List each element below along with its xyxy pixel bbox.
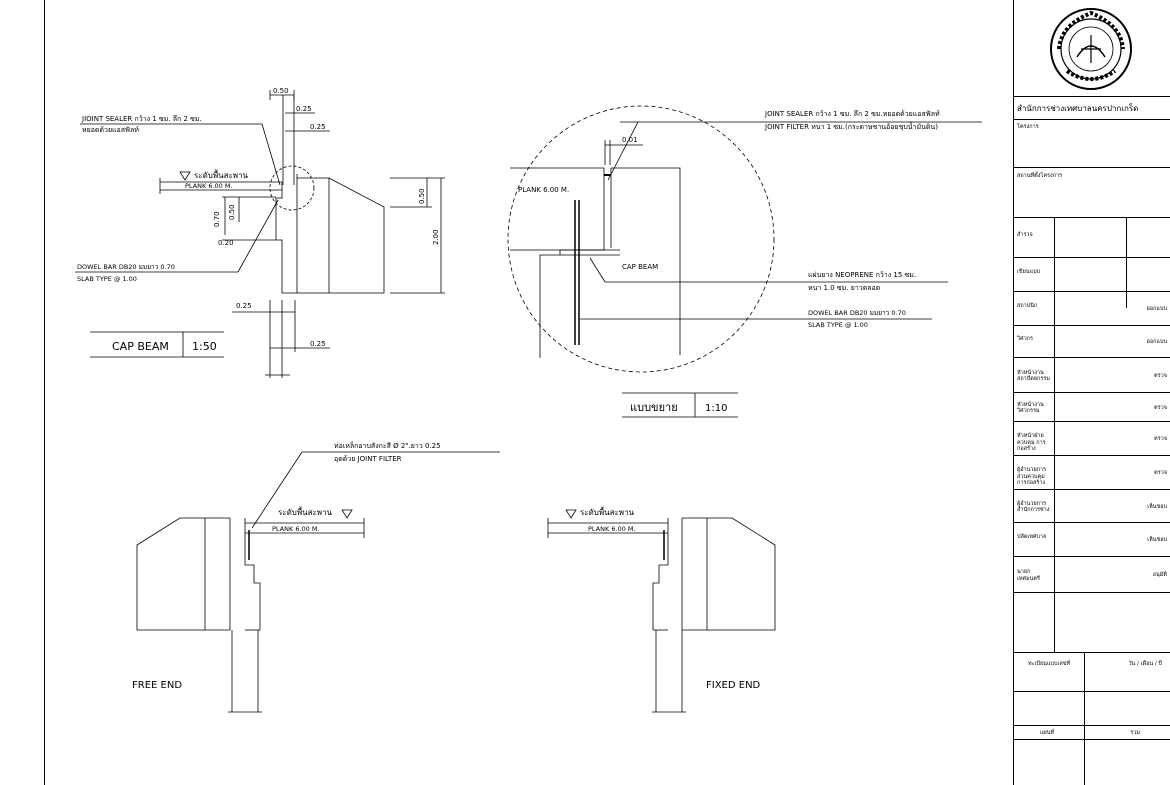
dim-050-right: 0.50 [418,188,426,204]
sealer-note-2: หยอดด้วยแอสฟัลท์ [82,126,139,134]
signature-row: หัวหน้างาน สถาปัตยกรรม ตรวจ [1014,358,1170,393]
enlarged-dowel-2: SLAB TYPE @ 1.00 [808,321,868,329]
signature-row: ผู้อำนวยการ ส่วนควบคุม การก่อสร้าง ตรวจ [1014,456,1170,490]
office-cell: สำนักการช่างเทศบาลนครปากเกร็ด [1014,96,1170,120]
dowel-note-2: SLAB TYPE @ 1.00 [77,275,137,283]
dim-025-d: 0.25 [310,340,326,348]
sealer-note-1: JIOINT SEALER กว้าง 1 ซม. ลึก 2 ซม. [81,114,202,123]
drawing-frame-right [1013,0,1014,785]
signature-role-label: สำรวจ [1017,232,1033,238]
signature-row: วิศวกรออกแบบ [1014,326,1170,358]
location-cell: สถานที่ตั้งโครงการ [1014,168,1170,218]
signature-row: หัวหน้างาน วิศวกรรม ตรวจ [1014,393,1170,422]
project-cell: โครงการ [1014,120,1170,168]
fixed-end-section: ระดับพื้นสะพาน PLANK 6.00 M. FIXED END [547,506,776,713]
blank-cell [1014,692,1170,726]
signature-role-label: หัวหน้างาน วิศวกรรม [1017,401,1044,415]
fixed-end-deck-level: ระดับพื้นสะพาน [580,506,635,517]
neoprene-note-2: หนา 1.0 ซม. ยาวตลอด [808,284,880,292]
signature-role-label: ผู้อำนวยการ สำนักการช่าง [1017,500,1050,514]
sheet-cell: แผ่นที่ รวม [1014,726,1170,740]
signature-role-label: นายก เทศมนตรี [1017,569,1040,582]
total-label: รวม [1130,730,1140,736]
free-end-plank: PLANK 6.00 M. [272,525,320,533]
drawing-canvas: JIOINT SEALER กว้าง 1 ซม. ลึก 2 ซม. หยอด… [75,87,982,713]
pipe-note-1: ท่อเหล็กอาบสังกะสี Ø 2".ยาว 0.25 [334,441,441,450]
title-block: สำนักการช่างเทศบาลนครปากเกร็ด โครงการ สถ… [1014,0,1170,785]
date-label: วัน / เดือน / ปี [1128,661,1162,667]
enlarged-cap-beam: CAP BEAM [622,263,658,271]
signature-row: นายก เทศมนตรี อนุมัติ [1014,557,1170,593]
signature-role-label: สถาปนิก [1017,303,1038,309]
free-end-title: FREE END [132,680,182,691]
office-name: สำนักการช่างเทศบาลนครปากเกร็ด [1017,104,1139,113]
dim-025-b: 0.25 [310,123,326,131]
signature-action-label: ตรวจ [1154,470,1167,476]
signature-action-label: เห็นชอบ [1147,537,1167,543]
cap-beam-scale: 1:50 [192,340,217,353]
fixed-end-title: FIXED END [706,680,761,691]
enlarged-filter-note: JOINT FILTER หนา 1 ซม.(กระดาษชานอ้อยชุบน… [764,120,938,131]
cap-beam-section: JIOINT SEALER กว้าง 1 ซม. ลึก 2 ซม. หยอด… [75,87,445,378]
pipe-note-2: อุดด้วย JOINT FILTER [334,455,402,463]
free-end-deck-level: ระดับพื้นสะพาน [278,506,333,517]
dim-025-a: 0.25 [296,105,312,113]
signature-row: ปลัดเทศบาลเห็นชอบ [1014,523,1170,557]
signature-row: สถาปนิกออกแบบ [1014,292,1170,326]
signature-action-label: ออกแบบ [1146,339,1167,345]
enlarged-scale: 1:10 [705,403,727,414]
enlarged-sealer-note: JOINT SEALER กว้าง 1 ซม. ลึก 2 ซม.หยอดด้… [764,109,940,118]
signature-action-label: เห็นชอบ [1147,503,1167,510]
free-end-section: ท่อเหล็กอาบสังกะสี Ø 2".ยาว 0.25 อุดด้วย… [132,441,500,713]
plank-label: PLANK 6.00 M. [185,182,233,190]
sheet-label: แผ่นที่ [1040,730,1055,736]
signature-row: หัวหน้าฝ่าย ควบคุม การก่อสร้าง ตรวจ [1014,422,1170,456]
register-label: ทะเบียนแบบเลขที่ [1028,661,1071,667]
signature-role-label: วิศวกร [1017,336,1033,342]
dim-050-mid: 0.50 [228,204,236,220]
fixed-end-plank: PLANK 6.00 M. [588,525,636,533]
sign-col-line-1 [1054,218,1055,652]
signature-row: สำรวจ [1014,218,1170,258]
dowel-note-1: DOWEL BAR DB20 มมยาว 0.70 [77,263,175,271]
location-label: สถานที่ตั้งโครงการ [1017,173,1063,179]
register-col-line [1084,652,1085,785]
drawing-frame-left [44,0,45,785]
dim-020: 0.20 [218,239,234,247]
signature-role-label: ผู้อำนวยการ ส่วนควบคุม การก่อสร้าง [1017,467,1047,486]
register-cell: ทะเบียนแบบเลขที่ วัน / เดือน / ปี [1014,652,1170,692]
sign-col-line-2 [1126,218,1127,308]
dim-200: 2.00 [432,229,440,245]
signature-row: เขียนแบบ [1014,258,1170,292]
signature-action-label: ตรวจ [1154,436,1167,442]
signature-role-label: หัวหน้าฝ่าย ควบคุม การก่อสร้าง [1017,433,1046,452]
signature-action-label: ออกแบบ [1146,306,1167,312]
signature-action-label: อนุมัติ [1152,572,1167,578]
enlarged-dim-001: 0.01 [622,136,638,144]
enlarged-plank: PLANK 6.00 M. [518,186,569,194]
signature-action-label: ตรวจ [1154,372,1167,379]
project-label: โครงการ [1017,124,1039,130]
dim-025-c: 0.25 [236,302,252,310]
enlarged-detail: JOINT SEALER กว้าง 1 ซม. ลึก 2 ซม.หยอดด้… [507,105,982,418]
neoprene-note-1: แผ่นยาง NEOPRENE กว้าง 15 ซม. [808,271,916,279]
cap-beam-title: CAP BEAM [112,340,169,353]
signature-role-label: ปลัดเทศบาล [1017,534,1047,540]
signature-action-label: ตรวจ [1154,404,1167,411]
signature-row: ผู้อำนวยการ สำนักการช่าง เห็นชอบ [1014,490,1170,523]
deck-level-label: ระดับพื้นสะพาน [194,169,249,180]
municipal-seal-logo [1047,5,1135,93]
signature-role-label: เขียนแบบ [1017,269,1041,275]
signature-role-label: หัวหน้างาน สถาปัตยกรรม [1017,369,1050,383]
dim-070: 0.70 [213,211,221,227]
enlarged-title: แบบขยาย [630,401,678,414]
enlarged-dowel-1: DOWEL BAR DB20 มมยาว 0.70 [808,309,906,317]
dim-050-top: 0.50 [273,87,289,95]
